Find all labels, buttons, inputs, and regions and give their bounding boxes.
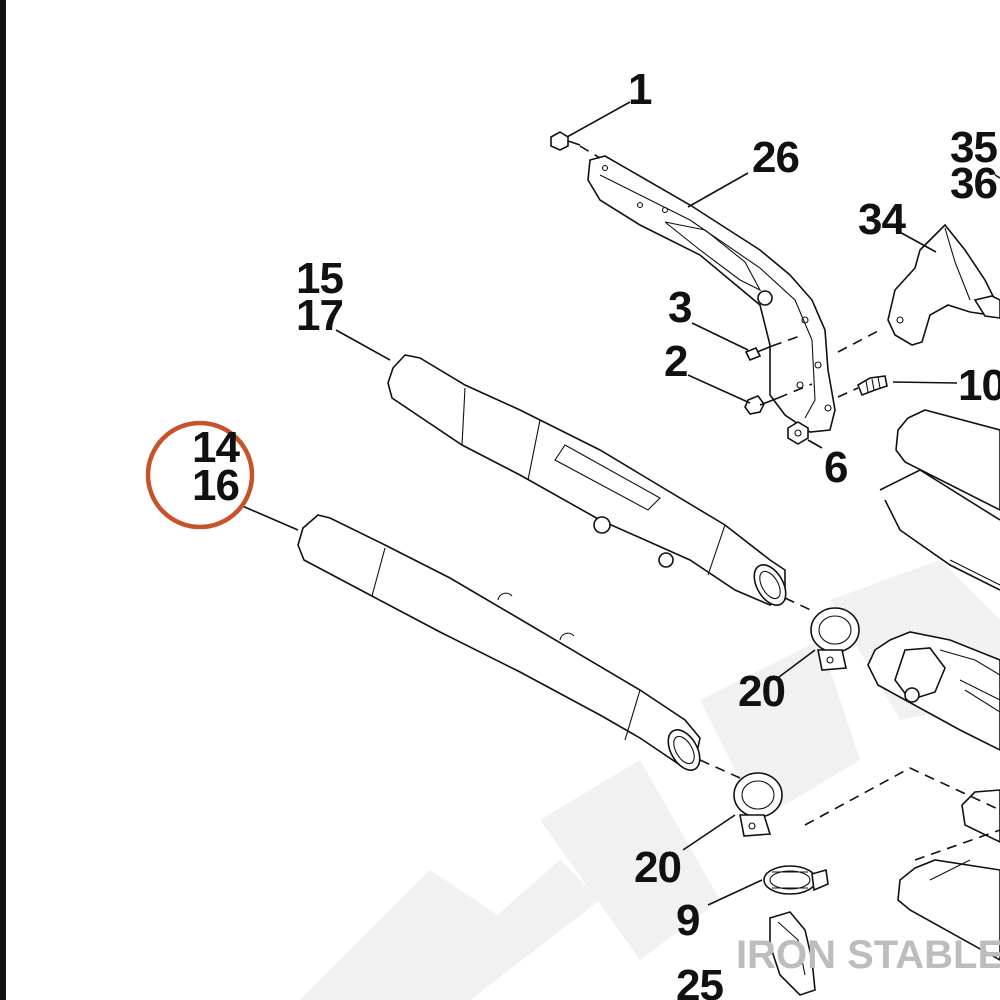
bolt-2[interactable] [744,395,779,415]
leader-dash-1 [579,145,601,159]
stud-10[interactable] [857,375,888,397]
clamp-20-lower[interactable] [733,772,783,837]
callout-34[interactable]: 34 [858,195,907,244]
callout-2[interactable]: 2 [664,337,688,386]
leader-dash-34 [837,329,881,353]
nut-6[interactable] [787,421,809,445]
callout-6[interactable]: 6 [824,443,848,492]
callout-14[interactable]: 14 [192,423,241,472]
screw-3[interactable] [744,345,773,362]
callout-3[interactable]: 3 [668,283,692,332]
callout-9[interactable]: 9 [676,896,700,945]
mounting-bracket-26[interactable] [587,155,836,433]
callout-1[interactable]: 1 [628,65,653,114]
bracket-34[interactable] [887,223,1000,346]
leader-dash-3 [771,335,801,347]
callout-35[interactable]: 35 [950,123,998,172]
clamp-20-upper[interactable] [810,607,860,671]
leader-dash-10 [837,387,859,398]
leader-dash-lower-pipe-2 [914,829,1000,861]
bolt-1[interactable] [550,131,581,151]
callout-26[interactable]: 26 [752,133,800,182]
highlight-circle [145,420,255,530]
callout-leader-lines [239,101,1000,906]
leader-dash-2 [777,383,813,399]
muffler-lower-14-16[interactable] [297,514,706,776]
hose-clamp-9[interactable] [763,865,829,895]
head-pipes-right[interactable] [867,409,1000,961]
callout-25[interactable]: 25 [676,961,724,1000]
left-border [0,0,6,1000]
callout-17[interactable]: 17 [296,291,344,340]
callout-10[interactable]: 10 [958,361,1000,410]
callout-36[interactable]: 36 [950,159,998,208]
callout-20-lower[interactable]: 20 [634,843,682,892]
watermark-text: IRON STABLE [736,933,1000,977]
callout-15[interactable]: 15 [296,254,344,303]
callout-20-upper[interactable]: 20 [738,667,786,716]
leader-dash-upper-muffler [784,597,816,613]
leader-dash-lower-muffler [699,759,741,779]
muffler-upper-15-17[interactable] [387,354,792,611]
leader-dash-lower-pipe [804,767,1000,826]
callout-16[interactable]: 16 [192,461,240,510]
gasket-25[interactable] [769,911,816,996]
